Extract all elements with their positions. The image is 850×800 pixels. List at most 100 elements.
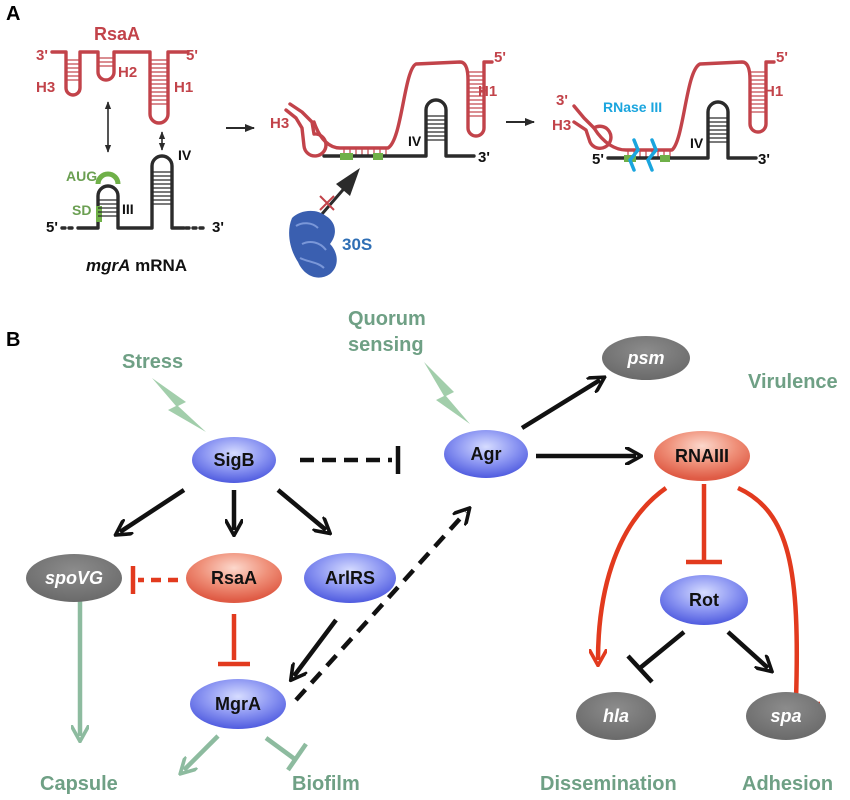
edge-mgra-capsule [184, 734, 220, 770]
aug-codon [95, 171, 121, 185]
right-3prime-label: 3' [556, 92, 568, 109]
node-mgra: MgrA [190, 679, 286, 729]
rsaa-backbone [50, 50, 190, 125]
complex-5prime-label: 5' [494, 49, 506, 66]
node-rot: Rot [660, 575, 748, 625]
rsaa-h1-label: H1 [174, 79, 193, 96]
right-mrna-3prime-label: 3' [758, 151, 770, 168]
complex-mrna-backbone [322, 98, 476, 158]
edge-mgra-agr [294, 512, 466, 702]
node-hla-label: hla [603, 706, 629, 726]
right-h1-stem [750, 71, 766, 113]
node-arlrs-label: ArlRS [325, 568, 375, 588]
rsaa-structure: RsaA 3' 5' H3 H2 H1 [36, 24, 198, 125]
node-mgra-label: MgrA [215, 694, 261, 714]
stress-label: Stress [122, 351, 183, 373]
node-sigb-label: SigB [213, 450, 254, 470]
rsaa-h3-stem [66, 59, 80, 81]
adhesion-label: Adhesion [742, 773, 833, 795]
node-rot-label: Rot [689, 590, 719, 610]
rsaa-h1-stem [150, 59, 168, 105]
rsaa-3prime-label: 3' [36, 47, 48, 64]
quorum-lightning-icon [424, 362, 470, 424]
node-spovg: spoVG [26, 554, 122, 602]
node-psm: psm [602, 336, 690, 380]
quorum-label-line1: Quorum [348, 308, 426, 330]
node-spa-label: spa [770, 706, 801, 726]
biofilm-label: Biofilm [292, 773, 360, 795]
inhibit-bar-biofilm [286, 742, 308, 772]
right-h3-label: H3 [552, 117, 571, 134]
mrna-iv-stem [152, 171, 172, 205]
quorum-label-line2: sensing [348, 334, 424, 356]
complex-h1-label: H1 [478, 83, 497, 100]
node-rsaa-label: RsaA [211, 568, 257, 588]
aug-label: AUG [66, 168, 97, 184]
node-spovg-label: spoVG [45, 568, 103, 588]
rsaa-title: RsaA [94, 24, 140, 44]
stress-lightning-icon [152, 378, 206, 432]
edge-rot-spa [726, 630, 768, 668]
node-rnaiii: RNAIII [654, 431, 750, 481]
complex-rsaa-backbone [312, 60, 494, 150]
right-iv-stem [708, 117, 728, 143]
sd-box [96, 206, 102, 222]
rnase-label: RNase III [603, 99, 662, 115]
mrna-caption: mgrA mRNA [86, 256, 187, 275]
node-arlrs: ArlRS [304, 553, 396, 603]
node-rsaa: RsaA [186, 553, 282, 603]
mrna-5prime-label: 5' [46, 219, 58, 236]
right-5prime-label: 5' [776, 49, 788, 66]
edge-mgra-biofilm-inhibit [264, 736, 298, 762]
node-agr-label: Agr [471, 444, 502, 464]
complex-h3-loop [284, 102, 328, 158]
ribosome-30s: 30S [289, 210, 372, 278]
edge-rnaiii-hla [598, 486, 668, 660]
node-spa: spa [746, 692, 826, 740]
node-agr: Agr [444, 430, 528, 478]
complex-iv-label: IV [408, 133, 422, 149]
rsaa-mrna-complex: H3 5' H1 IV 3' [270, 49, 506, 166]
mrna-suffix: mRNA [130, 256, 187, 275]
right-aug-box [660, 155, 670, 162]
mrna-3prime-label: 3' [212, 219, 224, 236]
node-psm-label: psm [626, 348, 664, 368]
complex-3prime-label: 3' [478, 149, 490, 166]
stem-iv-label: IV [178, 147, 192, 163]
rnase-complex: 3' H3 RNase III 5' H1 IV 5' 3' [552, 49, 788, 172]
edge-sigb-arlrs [276, 488, 326, 530]
node-sigb: SigB [192, 437, 276, 483]
node-rnaiii-label: RNAIII [675, 446, 729, 466]
right-mrna-backbone [606, 100, 758, 160]
dissemination-label: Dissemination [540, 773, 677, 795]
complex-h1-stem [468, 71, 484, 117]
right-h3-loop [572, 104, 613, 150]
right-rsaa-backbone [592, 60, 776, 152]
rsaa-h2-stem [98, 57, 114, 67]
mrna-backbone [76, 154, 186, 230]
block-cross [319, 195, 335, 211]
edge-rot-hla-inhibit [638, 630, 686, 670]
sd-label: SD [72, 202, 91, 218]
right-h1-label: H1 [764, 83, 783, 100]
blocked-30s-arrow [319, 168, 360, 215]
right-mrna-5prime-label: 5' [592, 151, 604, 168]
inhibit-bar-hla [626, 654, 654, 684]
complex-sd-box [340, 153, 353, 160]
complex-iv-stem [426, 115, 446, 141]
node-hla: hla [576, 692, 656, 740]
rnase-cleavage-marks [627, 138, 659, 172]
panel-b-label: B [6, 329, 20, 351]
complex-h3-label: H3 [270, 115, 289, 132]
edge-arlrs-mgra [294, 618, 338, 676]
right-iv-label: IV [690, 135, 704, 151]
edge-agr-psm [520, 380, 600, 430]
panel-a-label: A [6, 3, 20, 25]
rsaa-h3-label: H3 [36, 79, 55, 96]
ribosome-label: 30S [342, 235, 372, 254]
ribosome-texture [295, 222, 327, 269]
mgra-mrna-structure: 5' 3' AUG SD III IV mgrA mRNA [46, 147, 224, 275]
edge-rnaiii-spa-inhibit [737, 485, 800, 701]
complex-aug-box [373, 153, 383, 160]
